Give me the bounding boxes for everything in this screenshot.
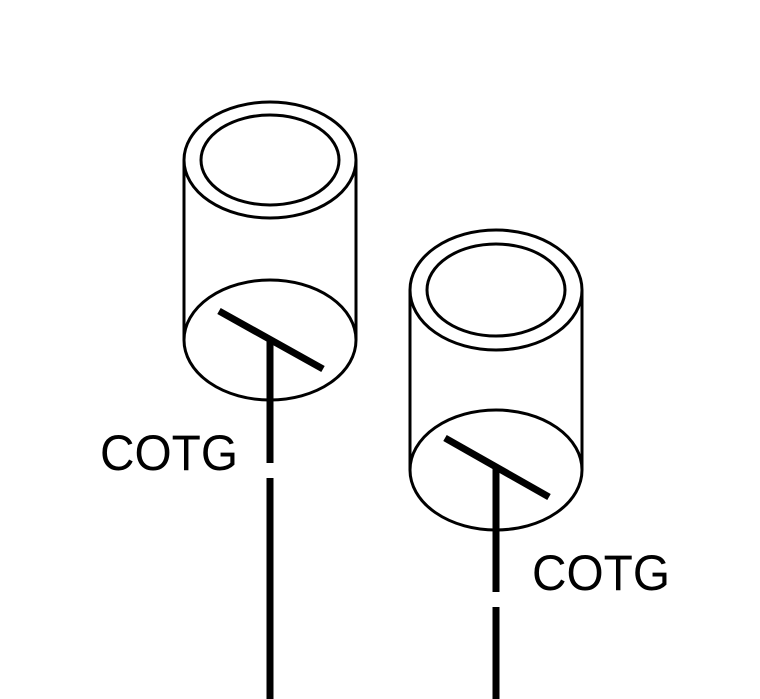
- left-cotg-fitting: COTG: [100, 100, 358, 699]
- left-cylinder: [182, 100, 358, 402]
- left-cylinder-top-inner: [199, 113, 341, 207]
- right-cylinder-top-outer: [408, 228, 584, 352]
- left-cleanout-symbol: [217, 307, 325, 699]
- left-cylinder-top-outer: [182, 100, 358, 220]
- right-cotg-fitting: COTG: [408, 228, 670, 699]
- right-cylinder-top-inner: [425, 242, 567, 338]
- right-cleanout-symbol: [443, 434, 551, 699]
- left-cotg-label: COTG: [100, 425, 238, 481]
- right-cotg-label: COTG: [532, 545, 670, 601]
